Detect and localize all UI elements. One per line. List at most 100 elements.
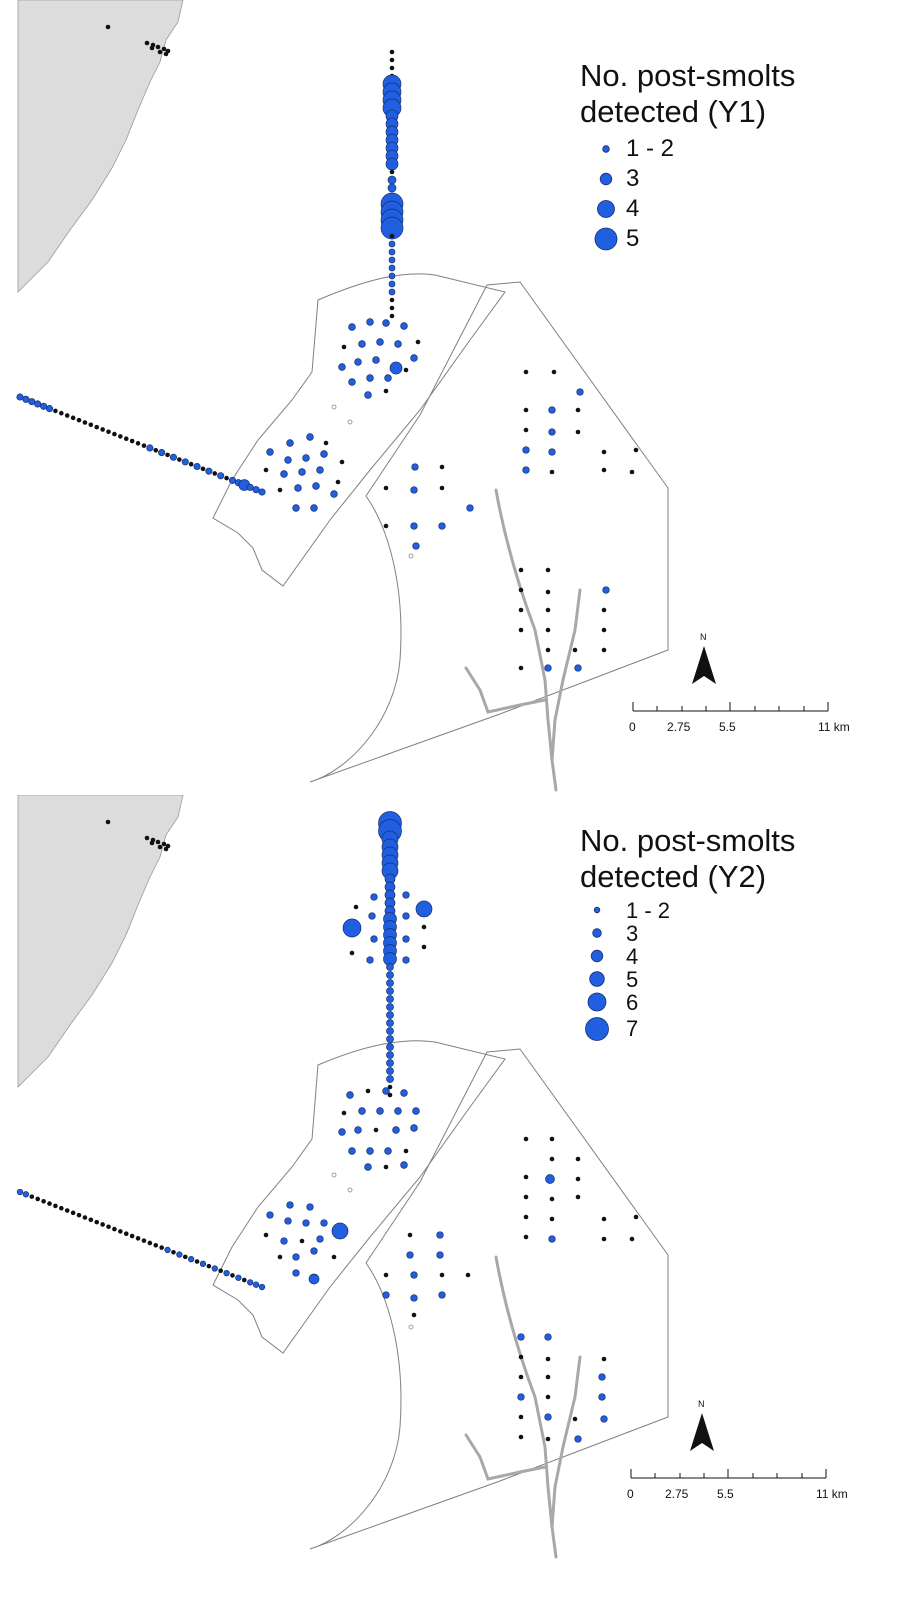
receiver-no-detection-marker	[106, 1224, 111, 1230]
receiver-detection-marker	[16, 1188, 24, 1196]
receiver-detection-marker	[388, 272, 396, 280]
receiver-detection-marker	[316, 1235, 324, 1243]
receiver-detection-marker	[302, 1219, 310, 1227]
receiver-no-detection-marker	[383, 523, 389, 529]
receiver-no-detection-marker	[387, 1092, 393, 1098]
legend-symbol	[580, 968, 626, 991]
legend-title-line2: detected (Y2)	[580, 859, 767, 894]
receiver-no-detection-marker	[123, 436, 129, 442]
legend-title-line2: detected (Y1)	[580, 94, 767, 129]
receiver-detection-marker	[310, 1247, 318, 1255]
receiver-detection-marker	[436, 1231, 444, 1239]
receiver-detection-marker	[320, 1219, 328, 1227]
legend-item: 4	[580, 944, 795, 969]
receiver-detection-marker	[410, 354, 418, 362]
receiver-detection-marker	[382, 1087, 390, 1095]
receiver-no-detection-marker	[601, 1216, 607, 1222]
receiver-detection-marker	[415, 900, 433, 918]
legend-label: 4	[626, 195, 640, 222]
receiver-detection-marker	[410, 1294, 418, 1302]
receiver-no-detection-marker	[144, 835, 150, 841]
receiver-detection-marker	[387, 175, 397, 185]
receiver-no-detection-marker	[518, 587, 524, 593]
scale-bar-graphic	[632, 702, 829, 712]
legend-symbol	[580, 224, 626, 254]
map-panel-y1: No. post-smolts detected (Y1) 1 - 2 3 4 …	[16, 0, 850, 792]
receiver-inactive-marker	[347, 419, 353, 425]
legend-item: 5	[580, 224, 795, 254]
scale-label: 11 km	[818, 720, 850, 734]
receiver-detection-marker	[376, 338, 384, 346]
receiver-detection-marker	[211, 1265, 218, 1272]
receiver-no-detection-marker	[230, 1273, 235, 1278]
receiver-detection-marker	[286, 439, 294, 447]
legend-label: 1 - 2	[626, 135, 675, 162]
receiver-no-detection-marker	[206, 1263, 212, 1269]
receiver-detection-marker	[302, 454, 310, 462]
receiver-layer-y2	[16, 811, 639, 1443]
receiver-no-detection-marker	[241, 1277, 247, 1283]
map-canvas-y1	[16, 0, 669, 792]
receiver-no-detection-marker	[518, 1374, 524, 1380]
legend-label: 7	[626, 1016, 639, 1041]
legend-label: 5	[626, 966, 639, 992]
scale-bar-graphic	[630, 1469, 827, 1479]
receiver-no-detection-marker	[144, 40, 150, 46]
receiver-no-detection-marker	[601, 627, 607, 633]
receiver-detection-marker	[280, 470, 288, 478]
receiver-no-detection-marker	[383, 1272, 389, 1278]
receiver-detection-marker	[382, 319, 390, 327]
scale-label: 2.75	[667, 720, 691, 734]
receiver-no-detection-marker	[411, 1312, 417, 1318]
receiver-no-detection-marker	[389, 49, 395, 55]
receiver-detection-marker	[338, 363, 346, 371]
receiver-detection-marker	[40, 402, 48, 410]
zone-boundary-east	[309, 1048, 669, 1550]
legend-label: 1 - 2	[626, 897, 671, 923]
receiver-detection-marker	[348, 1147, 356, 1155]
scale-label: 2.75	[665, 1487, 689, 1501]
receiver-detection-marker	[517, 1393, 525, 1401]
receiver-no-detection-marker	[88, 422, 94, 428]
receiver-no-detection-marker	[335, 479, 341, 485]
receiver-no-detection-marker	[545, 607, 551, 613]
receiver-no-detection-marker	[194, 1259, 200, 1264]
receiver-detection-marker	[466, 504, 474, 512]
receiver-no-detection-marker	[218, 1268, 223, 1274]
receiver-no-detection-marker	[387, 1084, 393, 1090]
receiver-no-detection-marker	[299, 1238, 305, 1244]
receiver-no-detection-marker	[263, 1232, 269, 1238]
receiver-detection-marker	[386, 1027, 394, 1035]
receiver-no-detection-marker	[35, 1196, 41, 1202]
receiver-detection-marker	[411, 463, 419, 471]
receiver-no-detection-marker	[389, 297, 395, 303]
receiver-no-detection-marker	[545, 567, 551, 573]
legend-symbol	[580, 922, 626, 945]
zone-boundary-west	[212, 1040, 506, 1354]
receiver-detection-marker	[386, 987, 394, 995]
receiver-detection-marker	[246, 483, 254, 491]
receiver-detection-marker	[548, 448, 556, 456]
scale-label: 5.5	[717, 1487, 734, 1501]
receiver-detection-marker	[320, 450, 328, 458]
receiver-detection-marker	[402, 935, 410, 943]
map-panel-y2: No. post-smolts detected (Y2) 1 - 2 3 4 …	[0, 795, 914, 1595]
receiver-no-detection-marker	[523, 369, 529, 375]
receiver-no-detection-marker	[64, 1208, 70, 1213]
receiver-no-detection-marker	[403, 1148, 409, 1154]
receiver-detection-marker	[306, 1203, 314, 1211]
receiver-detection-marker	[522, 466, 530, 474]
receiver-no-detection-marker	[575, 407, 581, 413]
receiver-detection-marker	[258, 488, 266, 496]
receiver-no-detection-marker	[135, 1236, 141, 1241]
north-arrow-y2: N	[688, 1399, 716, 1453]
receiver-no-detection-marker	[389, 313, 395, 319]
receiver-inactive-marker	[408, 1324, 414, 1330]
legend-title-line1: No. post-smolts	[580, 823, 796, 858]
receiver-no-detection-marker	[551, 369, 557, 375]
receiver-detection-marker	[358, 340, 366, 348]
receiver-detection-marker	[406, 1251, 414, 1259]
scale-label: 0	[629, 720, 636, 734]
receiver-detection-marker	[388, 264, 396, 272]
receiver-no-detection-marker	[149, 45, 155, 51]
